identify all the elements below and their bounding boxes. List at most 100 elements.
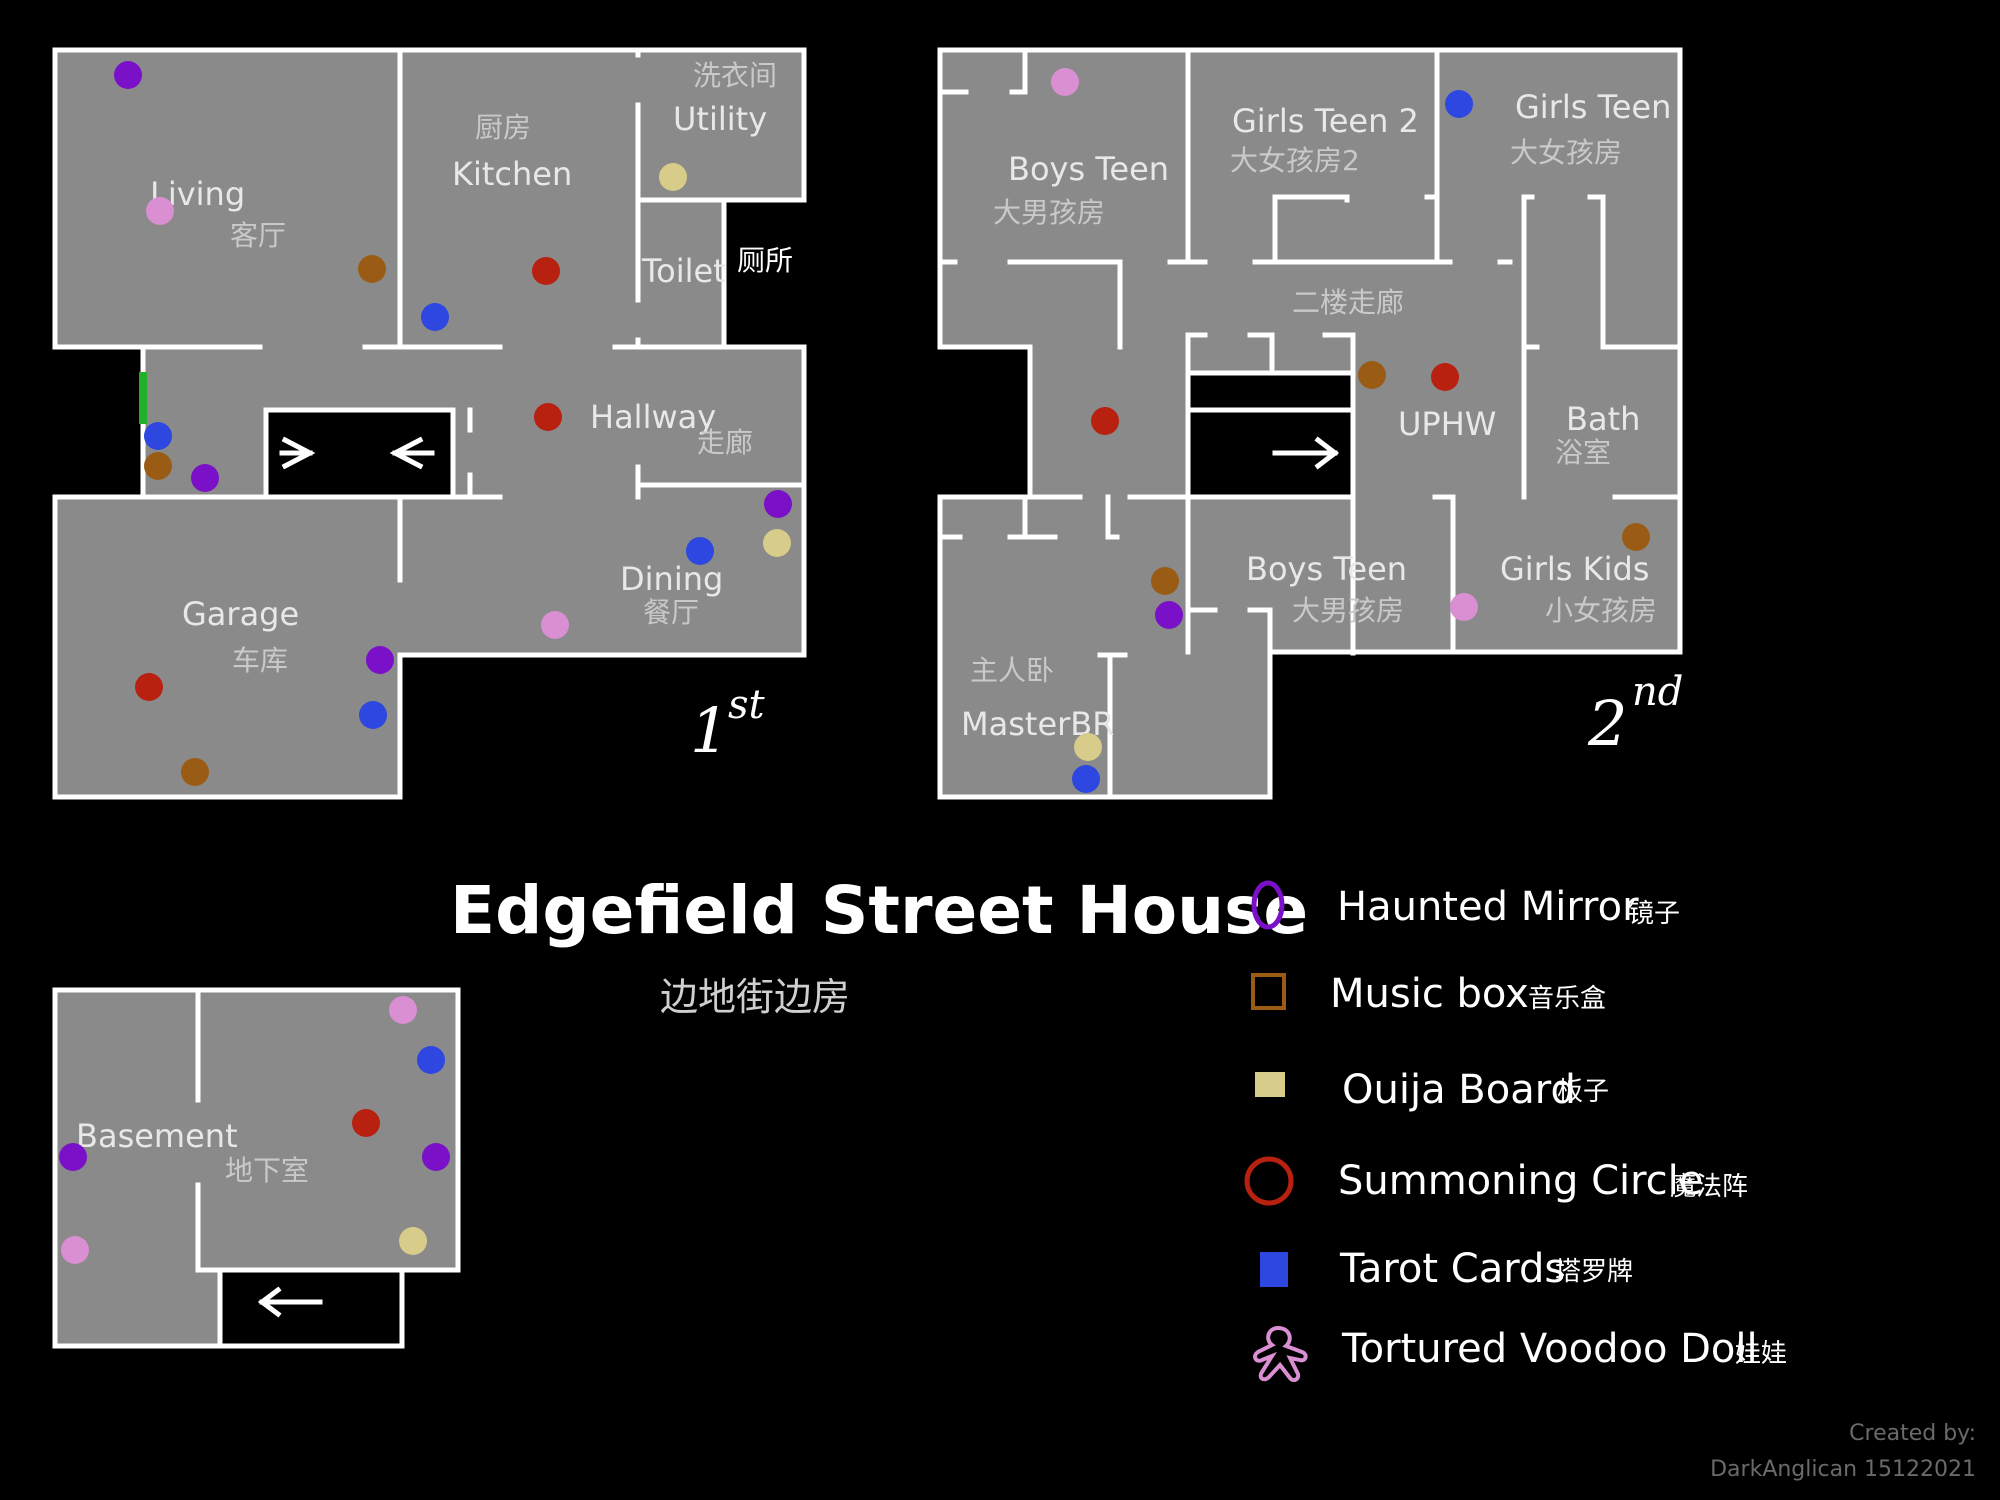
room-label-utility-cn: 洗衣间 [693, 59, 777, 92]
tarot-cards-marker [421, 303, 449, 331]
ouija-board-marker [1074, 733, 1102, 761]
voodoo-doll-marker [541, 611, 569, 639]
room-label-bath: Bath [1566, 400, 1640, 438]
floor-number-second: 2 [1587, 687, 1627, 760]
floor-suffix-second: nd [1632, 669, 1683, 715]
room-label-garage: Garage [182, 595, 299, 633]
room-label-boys-teen-bottom-cn: 大男孩房 [1292, 594, 1404, 627]
room-label-boys-teen-bottom: Boys Teen [1246, 550, 1407, 588]
legend-label-tarot-cards: Tarot Cards [1339, 1246, 1565, 1292]
legend-label-ouija-board: Ouija Board [1342, 1067, 1576, 1113]
tarot-cards-marker [686, 537, 714, 565]
room-label-utility: Utility [673, 100, 767, 138]
summoning-circle-marker [352, 1109, 380, 1137]
legend-label-summoning-circle-cn: 魔法阵 [1670, 1172, 1748, 1202]
voodoo-doll-marker [1450, 593, 1478, 621]
floor-number-first: 1 [690, 694, 729, 767]
basement-floor: Basement 地下室 [52, 987, 461, 1349]
voodoo-doll-marker [389, 996, 417, 1024]
room-label-girls-teen-cn: 大女孩房 [1510, 136, 1622, 169]
music-box-marker [1358, 361, 1386, 389]
first-floor-markers [114, 61, 792, 786]
second-floor: Boys Teen 大男孩房 Girls Teen 2 大女孩房2 Girls … [937, 47, 1683, 800]
tarot-cards-marker [144, 422, 172, 450]
map-title: Edgefield Street House [450, 872, 1308, 949]
credit-line-2: DarkAnglican 15122021 [1710, 1457, 1976, 1482]
summoning-circle-marker [532, 257, 560, 285]
haunted-mirror-marker [422, 1143, 450, 1171]
room-label-kitchen: Kitchen [452, 155, 572, 193]
room-label-boys-teen-top: Boys Teen [1008, 150, 1169, 188]
legend-label-tarot-cards-cn: 塔罗牌 [1555, 1257, 1633, 1287]
haunted-mirror-marker [191, 464, 219, 492]
room-label-kitchen-cn: 厨房 [475, 111, 531, 144]
music-box-marker [181, 758, 209, 786]
basement-markers [59, 996, 450, 1264]
room-label-basement: Basement [76, 1117, 238, 1155]
legend-label-haunted-mirror-cn: 镜子 [1628, 899, 1680, 929]
legend-label-summoning-circle: Summoning Circle [1338, 1158, 1703, 1204]
tarot-cards-marker [359, 701, 387, 729]
room-label-girls-teen-2-cn: 大女孩房2 [1230, 144, 1360, 177]
floor-suffix-first: st [728, 682, 766, 728]
green-door [139, 372, 147, 424]
ouija-board-marker [399, 1227, 427, 1255]
summoning-circle-marker [534, 403, 562, 431]
legend-label-ouija-board-cn: 板子 [1557, 1077, 1609, 1107]
room-label-hallway: Hallway [590, 398, 716, 436]
ouija-board-icon [1255, 1072, 1285, 1097]
room-label-dining: Dining [620, 560, 723, 598]
summoning-circle-marker [135, 673, 163, 701]
voodoo-doll-marker [1051, 68, 1079, 96]
room-label-hallway-cn: 走廊 [697, 426, 753, 459]
voodoo-doll-marker [146, 197, 174, 225]
room-label-girls-kids-cn: 小女孩房 [1545, 594, 1657, 627]
haunted-mirror-marker [366, 646, 394, 674]
room-label-dining-cn: 餐厅 [643, 596, 699, 629]
room-label-girls-teen: Girls Teen [1515, 88, 1671, 126]
summoning-circle-icon [1244, 1156, 1294, 1206]
legend: Haunted Mirror 镜子 Music box 音乐盒 Ouija Bo… [1244, 880, 1787, 1383]
room-label-garage-cn: 车库 [232, 644, 288, 677]
room-label-basement-cn: 地下室 [225, 1154, 309, 1187]
haunted-mirror-marker [59, 1143, 87, 1171]
legend-label-haunted-mirror: Haunted Mirror [1337, 884, 1639, 930]
legend-label-music-box-cn: 音乐盒 [1528, 984, 1606, 1014]
haunted-mirror-icon [1251, 880, 1285, 930]
room-label-boys-teen-top-cn: 大男孩房 [993, 196, 1105, 229]
room-label-girls-kids: Girls Kids [1500, 550, 1649, 588]
summoning-circle-marker [1091, 407, 1119, 435]
tarot-cards-marker [1445, 90, 1473, 118]
music-box-marker [1622, 523, 1650, 551]
first-floor: Living 客厅 厨房 Kitchen 洗衣间 Utility Toilet … [52, 47, 807, 800]
room-label-bath-cn: 浴室 [1555, 436, 1611, 469]
room-label-master-cn: 主人卧 [970, 654, 1054, 687]
tarot-cards-marker [1072, 765, 1100, 793]
map-subtitle: 边地街边房 [660, 975, 850, 1019]
haunted-mirror-marker [114, 61, 142, 89]
ouija-board-marker [763, 529, 791, 557]
credit-line-1: Created by: [1849, 1421, 1976, 1446]
room-label-living-cn: 客厅 [230, 219, 286, 252]
room-label-upstairs-corridor-cn: 二楼走廊 [1292, 286, 1404, 319]
second-floor-markers [1051, 68, 1650, 793]
legend-label-music-box: Music box [1330, 971, 1529, 1017]
music-box-marker [358, 255, 386, 283]
room-label-uphw: UPHW [1398, 405, 1496, 443]
music-box-marker [144, 452, 172, 480]
voodoo-doll-marker [61, 1236, 89, 1264]
tarot-cards-icon [1260, 1252, 1288, 1287]
legend-label-voodoo-doll: Tortured Voodoo Doll [1341, 1326, 1758, 1372]
music-box-icon [1251, 973, 1286, 1010]
ouija-board-marker [659, 163, 687, 191]
legend-label-voodoo-doll-cn: 娃娃 [1735, 1339, 1787, 1369]
room-label-girls-teen-2: Girls Teen 2 [1232, 102, 1419, 140]
haunted-mirror-marker [1155, 601, 1183, 629]
music-box-marker [1151, 567, 1179, 595]
voodoo-doll-icon [1253, 1325, 1308, 1383]
summoning-circle-marker [1431, 363, 1459, 391]
haunted-mirror-marker [764, 490, 792, 518]
tarot-cards-marker [417, 1046, 445, 1074]
room-label-toilet: Toilet [641, 252, 726, 290]
